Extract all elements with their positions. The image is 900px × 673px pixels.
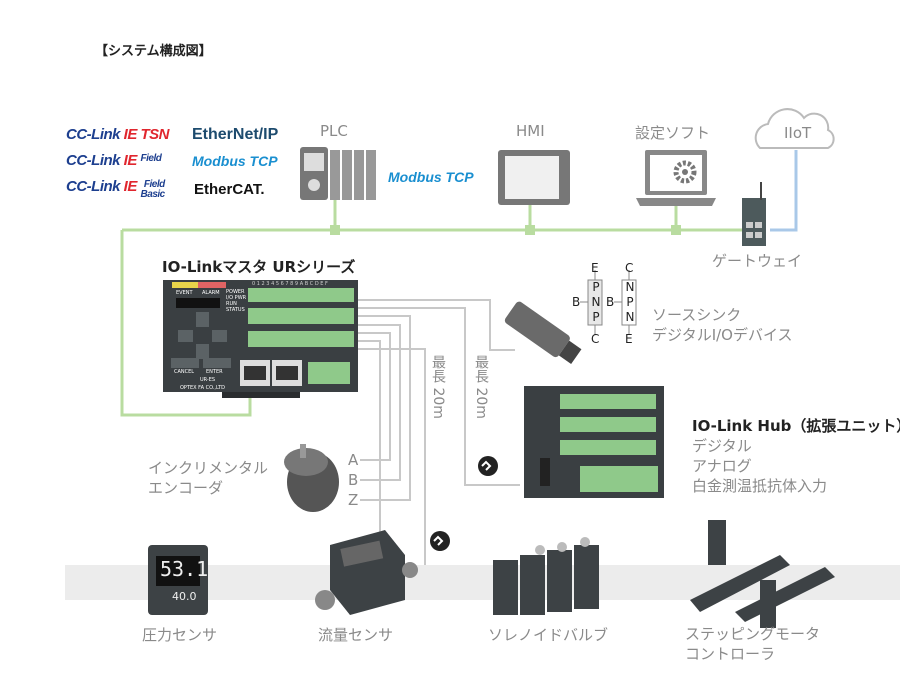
hub-features: デジタルアナログ白金測温抵抗体入力 xyxy=(692,436,827,496)
plc-label: PLC xyxy=(320,122,348,140)
logo-text: CC-Link xyxy=(66,126,121,143)
software-label: 設定ソフト xyxy=(635,124,711,142)
maker-label: OPTEX FA CO.,LTD xyxy=(180,385,226,391)
phase-label: A xyxy=(348,451,359,469)
port-numbers: 0 1 2 3 4 5 6 7 8 9 A B C D E F xyxy=(252,281,328,287)
logo-text: IE xyxy=(123,178,138,195)
sensor-label-line: デジタルI/Oデバイス xyxy=(652,326,793,344)
io-link-master-image xyxy=(163,280,358,398)
cloud-icon xyxy=(754,108,835,149)
motor-controller-label: ステッピングモータコントローラ xyxy=(685,624,820,664)
cancel-key: CANCEL xyxy=(174,369,195,375)
cc-link-ie-field-logo: CC-Link IE Field xyxy=(66,152,162,169)
pnp-top: E xyxy=(591,261,599,275)
gateway-label: ゲートウェイ xyxy=(712,252,803,270)
npn-letter: N xyxy=(625,310,635,324)
led-label: I/O PWR xyxy=(226,295,247,301)
cable-length-2: 最長 20m xyxy=(473,355,489,419)
stepping-motor-controller-image xyxy=(690,520,835,628)
logo-text: Basic xyxy=(140,189,166,200)
pressure-sensor-image xyxy=(148,545,208,615)
pnp-letter: N xyxy=(591,295,601,309)
io-link-hub-image xyxy=(524,386,664,498)
flow-sensor-label: 流量センサ xyxy=(318,626,394,644)
flow-sensor-image xyxy=(315,530,418,615)
encoder-image xyxy=(284,444,339,512)
network-lines xyxy=(120,200,757,417)
logo-text: Field xyxy=(140,153,162,164)
cable-length-1: 最長 20m xyxy=(430,355,446,419)
gateway-icon xyxy=(742,182,766,246)
encoder-label-line: エンコーダ xyxy=(148,479,224,497)
npn-bottom: E xyxy=(625,332,633,346)
hub-feature: 白金測温抵抗体入力 xyxy=(692,477,828,495)
cc-link-ie-tsn-logo: CC-Link IE TSN xyxy=(66,126,170,143)
ethernet-ip-logo: EtherNet/IP xyxy=(192,126,279,143)
npn-letter: N xyxy=(625,280,635,294)
led-label: STATUS xyxy=(226,307,245,313)
hmi-label: HMI xyxy=(516,122,545,140)
led-label: RUN xyxy=(226,301,237,307)
io-link-connector-icon-2 xyxy=(430,531,450,551)
pnp-letter: P xyxy=(592,280,600,294)
phase-label: Z xyxy=(348,491,359,509)
pressure-display: 53.1 xyxy=(160,557,209,581)
solenoid-valve-image xyxy=(493,537,599,615)
iiot-label: IIoT xyxy=(784,124,812,142)
logo-text: IE TSN xyxy=(123,126,170,143)
cables xyxy=(355,299,520,565)
laptop-gear-icon xyxy=(636,150,716,206)
plc-icon xyxy=(300,147,376,200)
motor-label-line: コントローラ xyxy=(685,645,776,663)
enter-key: ENTER xyxy=(206,369,223,375)
pnp-bottom: C xyxy=(591,332,600,346)
modbus-tcp-network-logo: Modbus TCP xyxy=(388,169,474,185)
model-label: UR-ES xyxy=(200,377,216,383)
page-title: 【システム構成図】 xyxy=(95,44,212,59)
pnp-letter: P xyxy=(592,310,600,324)
io-link-connector-icon xyxy=(478,456,498,476)
pnp-side: B xyxy=(572,295,581,309)
motor-label-line: ステッピングモータ xyxy=(685,625,821,643)
npn-top: C xyxy=(625,261,634,275)
event-label: EVENT xyxy=(176,290,193,296)
transistor-symbols xyxy=(580,270,637,335)
logo-text: IE xyxy=(123,152,138,169)
logo-text: CC-Link xyxy=(66,152,121,169)
modbus-tcp-logo: Modbus TCP xyxy=(192,153,278,169)
hmi-icon xyxy=(498,150,570,205)
encoder-label: インクリメンタルエンコーダ xyxy=(148,458,268,498)
phase-label: B xyxy=(348,471,359,489)
led-label: POWER xyxy=(226,289,245,295)
master-title: IO-Linkマスタ URシリーズ xyxy=(162,258,356,276)
solenoid-valve-label: ソレノイドバルブ xyxy=(488,626,609,644)
hub-feature: アナログ xyxy=(692,457,752,475)
encoder-label-line: インクリメンタル xyxy=(148,459,269,477)
sensor-label-line: ソースシンク xyxy=(652,306,742,324)
alarm-label: ALARM xyxy=(202,290,220,296)
network-junctions xyxy=(330,225,681,235)
logo-text: Field xyxy=(143,179,165,190)
pressure-sensor-label: 圧力センサ xyxy=(142,626,218,644)
logo-text: CC-Link xyxy=(66,178,121,195)
npn-letter: P xyxy=(626,295,634,309)
sensor-label: ソースシンクデジタルI/Oデバイス xyxy=(652,305,793,345)
ethercat-logo: EtherCAT. xyxy=(194,181,265,198)
hub-title: IO-Link Hub（拡張ユニット） xyxy=(692,417,900,435)
cylindrical-sensor-image xyxy=(504,301,582,365)
hub-feature: デジタル xyxy=(692,437,752,455)
npn-side: B xyxy=(606,295,615,309)
pressure-subdisplay: 40.0 xyxy=(172,590,197,603)
iiot-line xyxy=(770,150,798,232)
